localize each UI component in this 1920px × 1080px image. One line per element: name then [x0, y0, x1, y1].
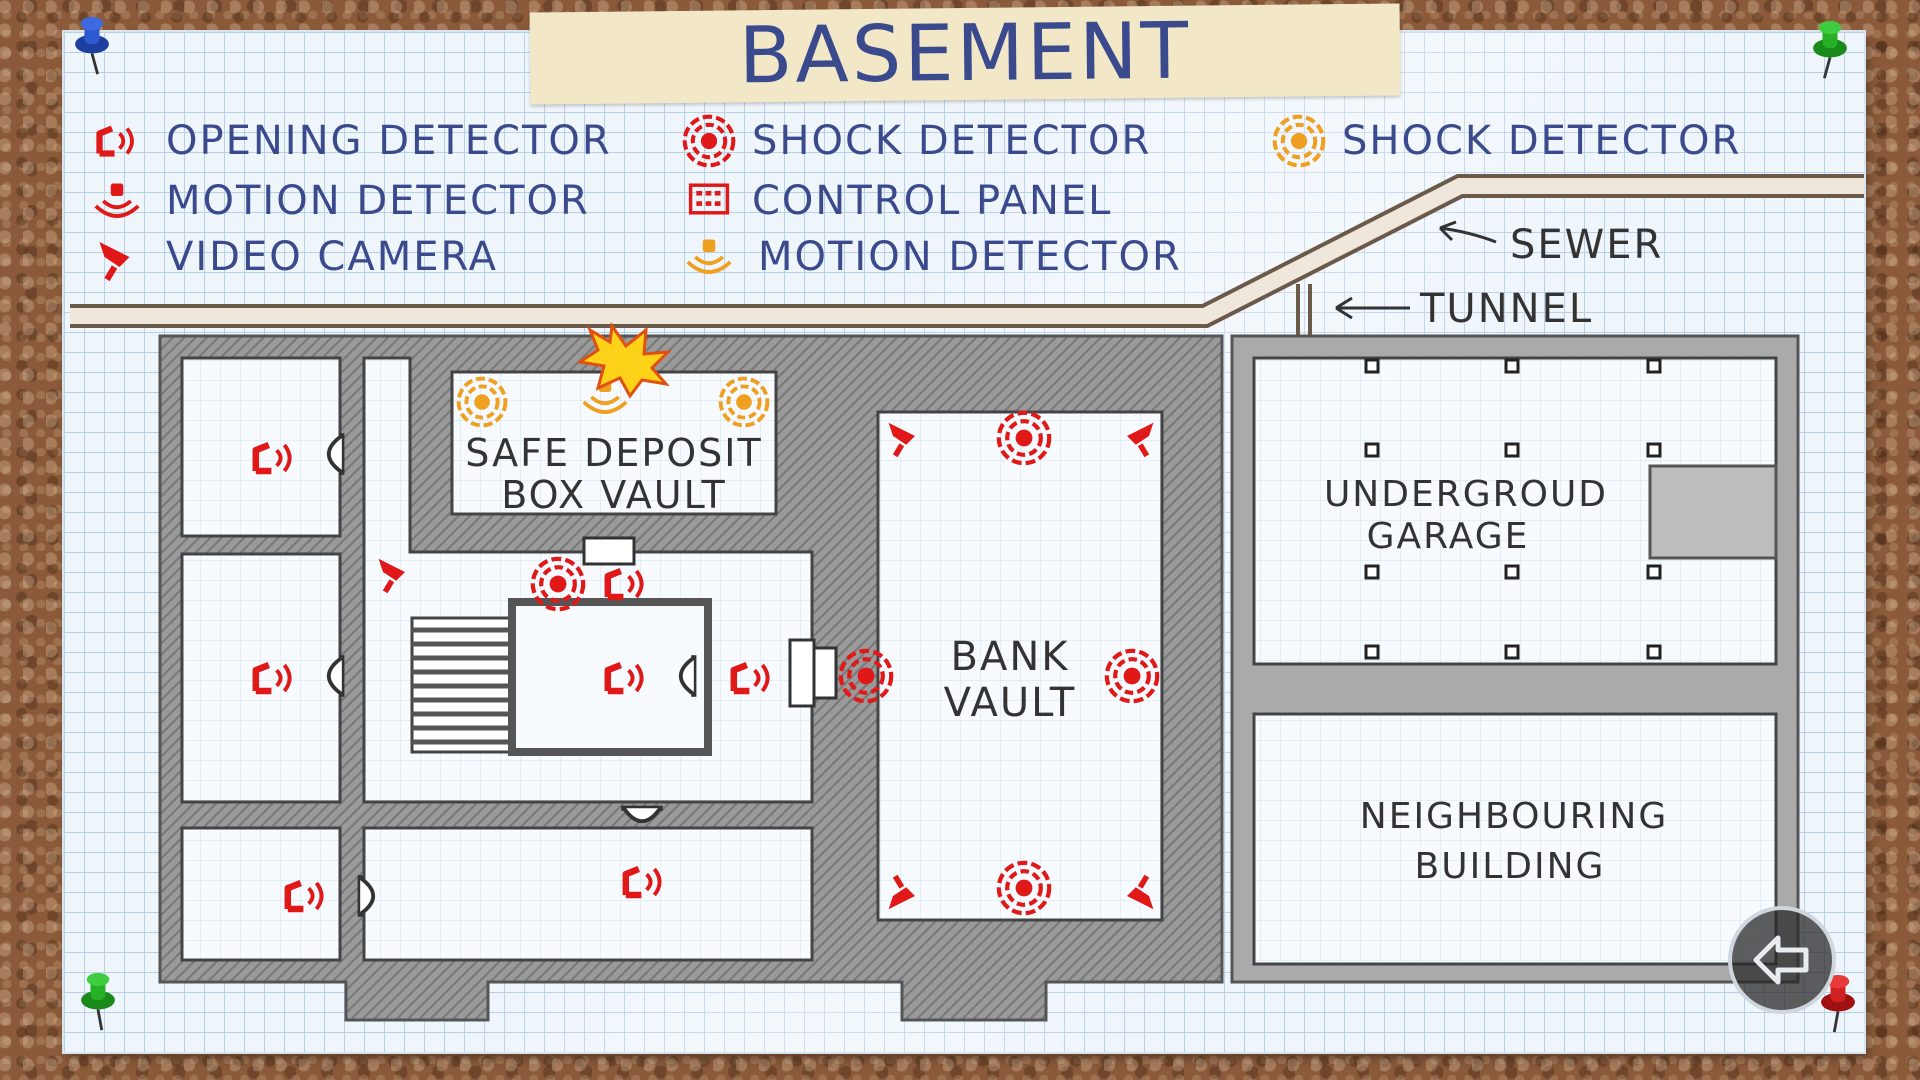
- bank-vault-label: BANK: [951, 634, 1070, 680]
- door: [582, 536, 636, 566]
- green-pin-icon: [81, 972, 115, 1031]
- svg-text:SEWER: SEWER: [1510, 222, 1663, 268]
- shock-detector-icon: [1275, 117, 1324, 166]
- sewer-annotation: SEWER: [1438, 220, 1663, 268]
- red-pin-icon: [1821, 974, 1855, 1033]
- safe-deposit-label: SAFE DEPOSIT: [465, 431, 762, 475]
- svg-text:VIDEO CAMERA: VIDEO CAMERA: [166, 234, 498, 280]
- svg-text:MOTION DETECTOR: MOTION DETECTOR: [758, 234, 1182, 280]
- legend-item-control-panel: CONTROL PANEL: [688, 178, 1112, 224]
- control-panel-icon: [688, 183, 730, 215]
- blue-pin-icon: [75, 16, 109, 75]
- room: [362, 826, 814, 962]
- sensors: [256, 321, 1157, 913]
- green-pin-icon: [1813, 20, 1847, 79]
- motion-detector-icon: [93, 181, 141, 218]
- garage-pillars: [1364, 358, 1662, 660]
- neighbour-label: BUILDING: [1415, 846, 1606, 887]
- back-button[interactable]: [1728, 906, 1836, 1014]
- svg-text:OPENING DETECTOR: OPENING DETECTOR: [166, 118, 612, 164]
- svg-text:SHOCK DETECTOR: SHOCK DETECTOR: [752, 118, 1151, 164]
- alarm-burst-icon: [576, 321, 672, 399]
- video-camera-icon: [100, 242, 130, 280]
- tunnel-annotation: TUNNEL: [1335, 286, 1593, 332]
- motion-detector-icon: [685, 237, 733, 274]
- svg-text:CONTROL PANEL: CONTROL PANEL: [752, 178, 1112, 224]
- bank-vault-label: VAULT: [944, 680, 1077, 726]
- legend-item-shock-detector-orange: SHOCK DETECTOR: [1275, 117, 1741, 166]
- back-arrow-icon: [1753, 935, 1809, 985]
- room: [180, 552, 342, 804]
- opening-detector-icon: [100, 129, 133, 154]
- svg-text:TUNNEL: TUNNEL: [1419, 286, 1593, 332]
- room: [180, 826, 342, 962]
- room-labels: SAFE DEPOSIT BOX VAULT BANK VAULT UNDERG…: [465, 431, 1668, 887]
- legend-item-shock-detector-red: SHOCK DETECTOR: [685, 117, 1151, 166]
- neighbour-label: NEIGHBOURING: [1360, 796, 1668, 837]
- legend-item-opening-detector: OPENING DETECTOR: [100, 118, 612, 164]
- safe-deposit-label: BOX VAULT: [501, 473, 727, 517]
- garage-label: UNDERGROUD: [1324, 474, 1608, 515]
- garage-ramp: [1648, 464, 1778, 560]
- garage-block: [1230, 334, 1800, 984]
- legend-item-video-camera: VIDEO CAMERA: [100, 234, 498, 280]
- garage-label: GARAGE: [1367, 516, 1530, 557]
- shock-detector-icon: [685, 117, 734, 166]
- svg-text:SHOCK DETECTOR: SHOCK DETECTOR: [1342, 118, 1741, 164]
- legend: OPENING DETECTOR MOTION DETECTOR VIDEO C…: [93, 117, 1741, 280]
- vault-door: [788, 638, 838, 708]
- svg-text:MOTION DETECTOR: MOTION DETECTOR: [166, 178, 590, 224]
- staircase: [410, 616, 514, 754]
- legend-item-motion-detector: MOTION DETECTOR: [93, 178, 590, 224]
- legend-item-motion-detector-orange: MOTION DETECTOR: [685, 234, 1182, 280]
- neighbouring-building: [1252, 712, 1778, 966]
